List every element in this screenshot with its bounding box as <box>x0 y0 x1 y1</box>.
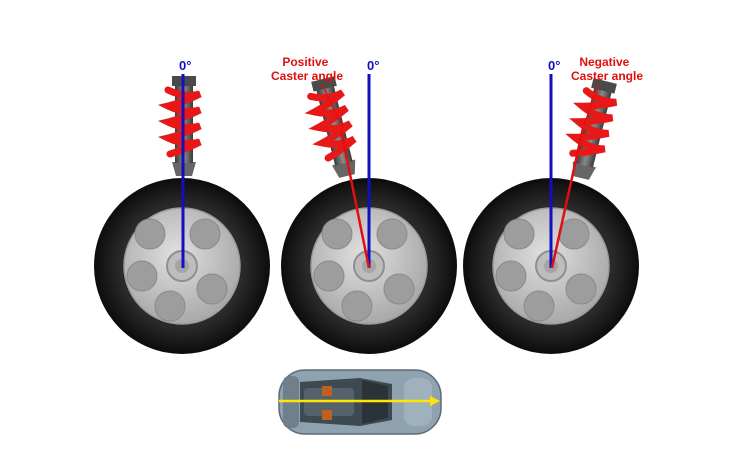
zero-degree-label: 0° <box>548 58 560 73</box>
car-top-view-icon <box>278 369 442 435</box>
zero-degree-label: 0° <box>179 58 191 73</box>
zero-degree-label: 0° <box>367 58 379 73</box>
caster-line <box>339 129 371 269</box>
positive-caster-label-line-2: Caster angle <box>271 69 343 83</box>
negative-caster-label: Negative Caster angle <box>571 55 643 83</box>
label-pointer <box>583 83 599 127</box>
negative-caster-label-line-2: Caster angle <box>571 69 643 83</box>
positive-caster-label-line-1: Positive <box>282 55 328 69</box>
diagram-negative-caster: 0° Negative Caster angle <box>462 55 643 355</box>
negative-caster-label-line-1: Negative <box>579 55 629 69</box>
strut-assembly <box>307 75 362 180</box>
label-pointer <box>321 83 344 129</box>
diagram-zero-caster: 0° <box>93 58 271 355</box>
direction-arrow-head <box>430 396 440 406</box>
diagram-positive-caster: 0° Positive Caster angle <box>271 55 458 355</box>
positive-caster-label: Positive Caster angle <box>271 55 343 83</box>
caster-line <box>550 127 585 269</box>
